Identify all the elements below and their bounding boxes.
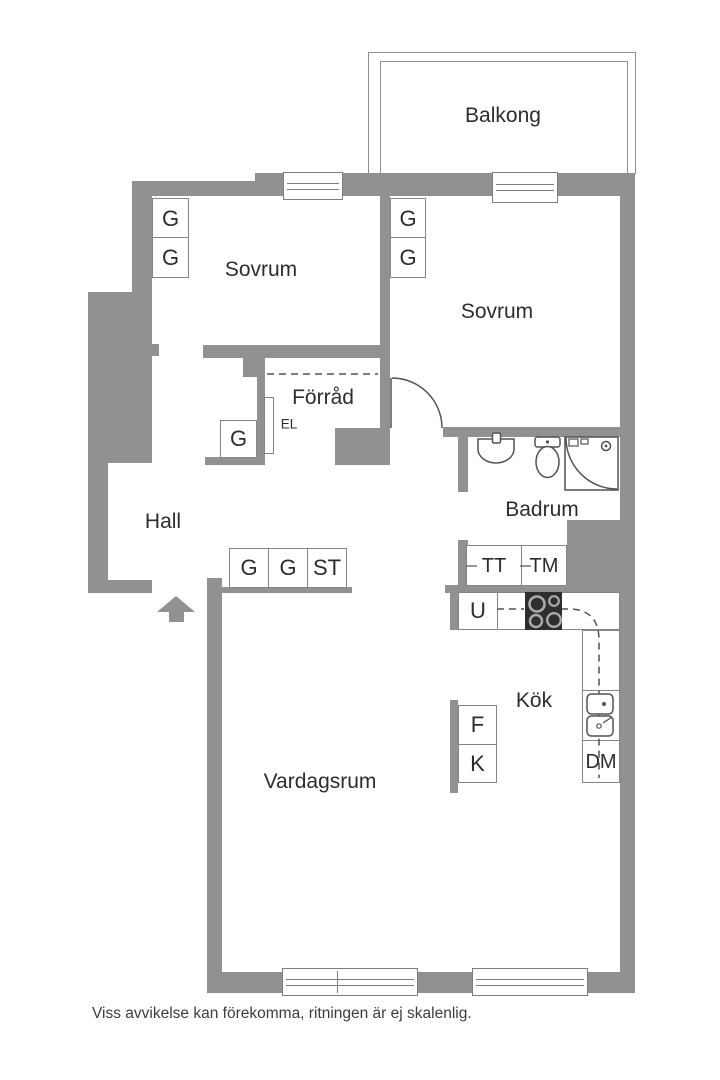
hall-wardrobe: G: [220, 420, 257, 458]
wall-livingroom-left: [207, 578, 222, 993]
wall-kitchen-top: [445, 585, 567, 593]
dishwasher: DM: [582, 740, 620, 783]
cleaning-cabinet-label: ST: [312, 555, 342, 580]
stove-icon: [525, 592, 563, 630]
bedroom2-door-swing-arc: [391, 377, 443, 429]
shower-curtain-arc: [565, 437, 618, 490]
wall-storage-step: [243, 358, 265, 377]
sink-tap-icon: [491, 432, 502, 444]
wall-top-left-low: [132, 181, 255, 196]
kitchen-counter-cell-3: [582, 630, 620, 691]
dishwasher-label: DM: [585, 750, 617, 773]
window-glass-lines: [286, 979, 414, 986]
shower-control-icon: [580, 438, 589, 445]
balcony-door: [492, 172, 558, 203]
hall-wardrobe-row-2: G: [268, 548, 308, 588]
bedroom2-wardrobe-2: G: [390, 237, 426, 278]
room-label-bedroom1: Sovrum: [224, 258, 298, 281]
wall-kitchen-right-chunk: [567, 520, 620, 593]
kitchen-sink-tap-dot: [596, 723, 602, 729]
electrical-panel-label: EL: [280, 416, 298, 432]
wardrobe-label: G: [161, 244, 180, 270]
kitchen-counter-dashed-line: [497, 608, 600, 778]
shower-mixer-icon: [568, 438, 579, 447]
wall-left-upper: [132, 196, 152, 292]
shower-head-dot: [604, 444, 608, 448]
kitchen-counter-cell-1: [497, 592, 526, 630]
livingroom-window-right: [472, 968, 588, 996]
wall-storage-right-chunk: [335, 428, 390, 465]
wall-bedroom2-bottom: [443, 427, 620, 437]
wall-storage-left: [257, 377, 265, 458]
wardrobe-label: G: [399, 244, 417, 270]
hall-cleaning-cabinet: ST: [307, 548, 347, 588]
kitchen-sink-drain-dot: [602, 702, 606, 706]
wall-bathroom-left-upper: [458, 437, 468, 492]
window-mullion: [336, 971, 338, 993]
wardrobe-label: G: [399, 205, 417, 231]
room-label-kitchen: Kök: [515, 689, 553, 712]
room-label-bedroom2: Sovrum: [460, 300, 534, 323]
freezer-label: K: [470, 750, 485, 776]
wall-storage-bottom: [205, 457, 265, 465]
livingroom-window-left: [282, 968, 418, 996]
wardrobe-label: G: [229, 426, 248, 451]
bedroom1-wardrobe-1: G: [152, 198, 189, 239]
freezer: K: [458, 744, 497, 783]
wall-bedroom1-bottom: [203, 345, 382, 358]
wall-hall-bottom-right: [222, 587, 352, 593]
bathroom-sink-icon: [477, 438, 515, 464]
oven: U: [458, 592, 498, 630]
room-label-hall: Hall: [144, 510, 182, 533]
fridge: F: [458, 705, 497, 745]
oven-label: U: [470, 598, 486, 623]
wardrobe-label: G: [279, 555, 297, 580]
wardrobe-label: G: [161, 205, 180, 231]
kitchen-sink-basin-top: [586, 693, 614, 715]
room-label-livingroom: Vardagsrum: [263, 770, 377, 793]
wall-hall-bottom-left: [88, 580, 152, 593]
electrical-panel: [264, 397, 274, 454]
room-label-balcony: Balkong: [465, 104, 541, 127]
wall-bathroom-left-lower: [458, 540, 468, 586]
wall-kitchen-stub: [450, 593, 458, 630]
kitchen-sink-tap-handle: [602, 716, 613, 724]
fridge-label: F: [470, 712, 485, 737]
window-glass-lines: [496, 184, 554, 191]
balcony-railing-inner: [380, 61, 628, 174]
entrance-arrow-stem: [169, 611, 184, 622]
hall-wardrobe-row-1: G: [229, 548, 269, 588]
dryer: TT: [466, 545, 522, 586]
washing-machine: TM: [521, 545, 567, 586]
washing-machine-label: TM: [529, 554, 559, 577]
bedroom2-wardrobe-1: G: [390, 198, 426, 239]
wardrobe-label: G: [240, 555, 258, 580]
wall-bedroom-divider: [380, 196, 390, 430]
balcony-railing-outer: [368, 52, 636, 174]
dryer-label: TT: [481, 554, 507, 577]
entrance-arrow-icon: [157, 596, 195, 612]
wall-left-block: [88, 292, 152, 463]
room-label-storage: Förråd: [292, 386, 354, 409]
toilet-button-icon: [545, 440, 550, 444]
bedroom1-wardrobe-2: G: [152, 237, 189, 278]
kitchen-counter-cell-2: [561, 592, 620, 630]
wall-door-jamb-tick: [150, 344, 159, 356]
toilet-bowl-icon: [535, 445, 560, 479]
wall-right: [620, 196, 635, 993]
window-glass-lines: [476, 979, 584, 986]
wall-fridge-partition: [450, 700, 458, 793]
disclaimer-text: Viss avvikelse kan förekomma, ritningen …: [92, 1005, 472, 1022]
window-glass-lines: [287, 183, 339, 190]
room-label-bathroom: Badrum: [505, 498, 579, 521]
wall-left-lower: [88, 463, 108, 580]
bedroom1-window: [283, 172, 343, 200]
